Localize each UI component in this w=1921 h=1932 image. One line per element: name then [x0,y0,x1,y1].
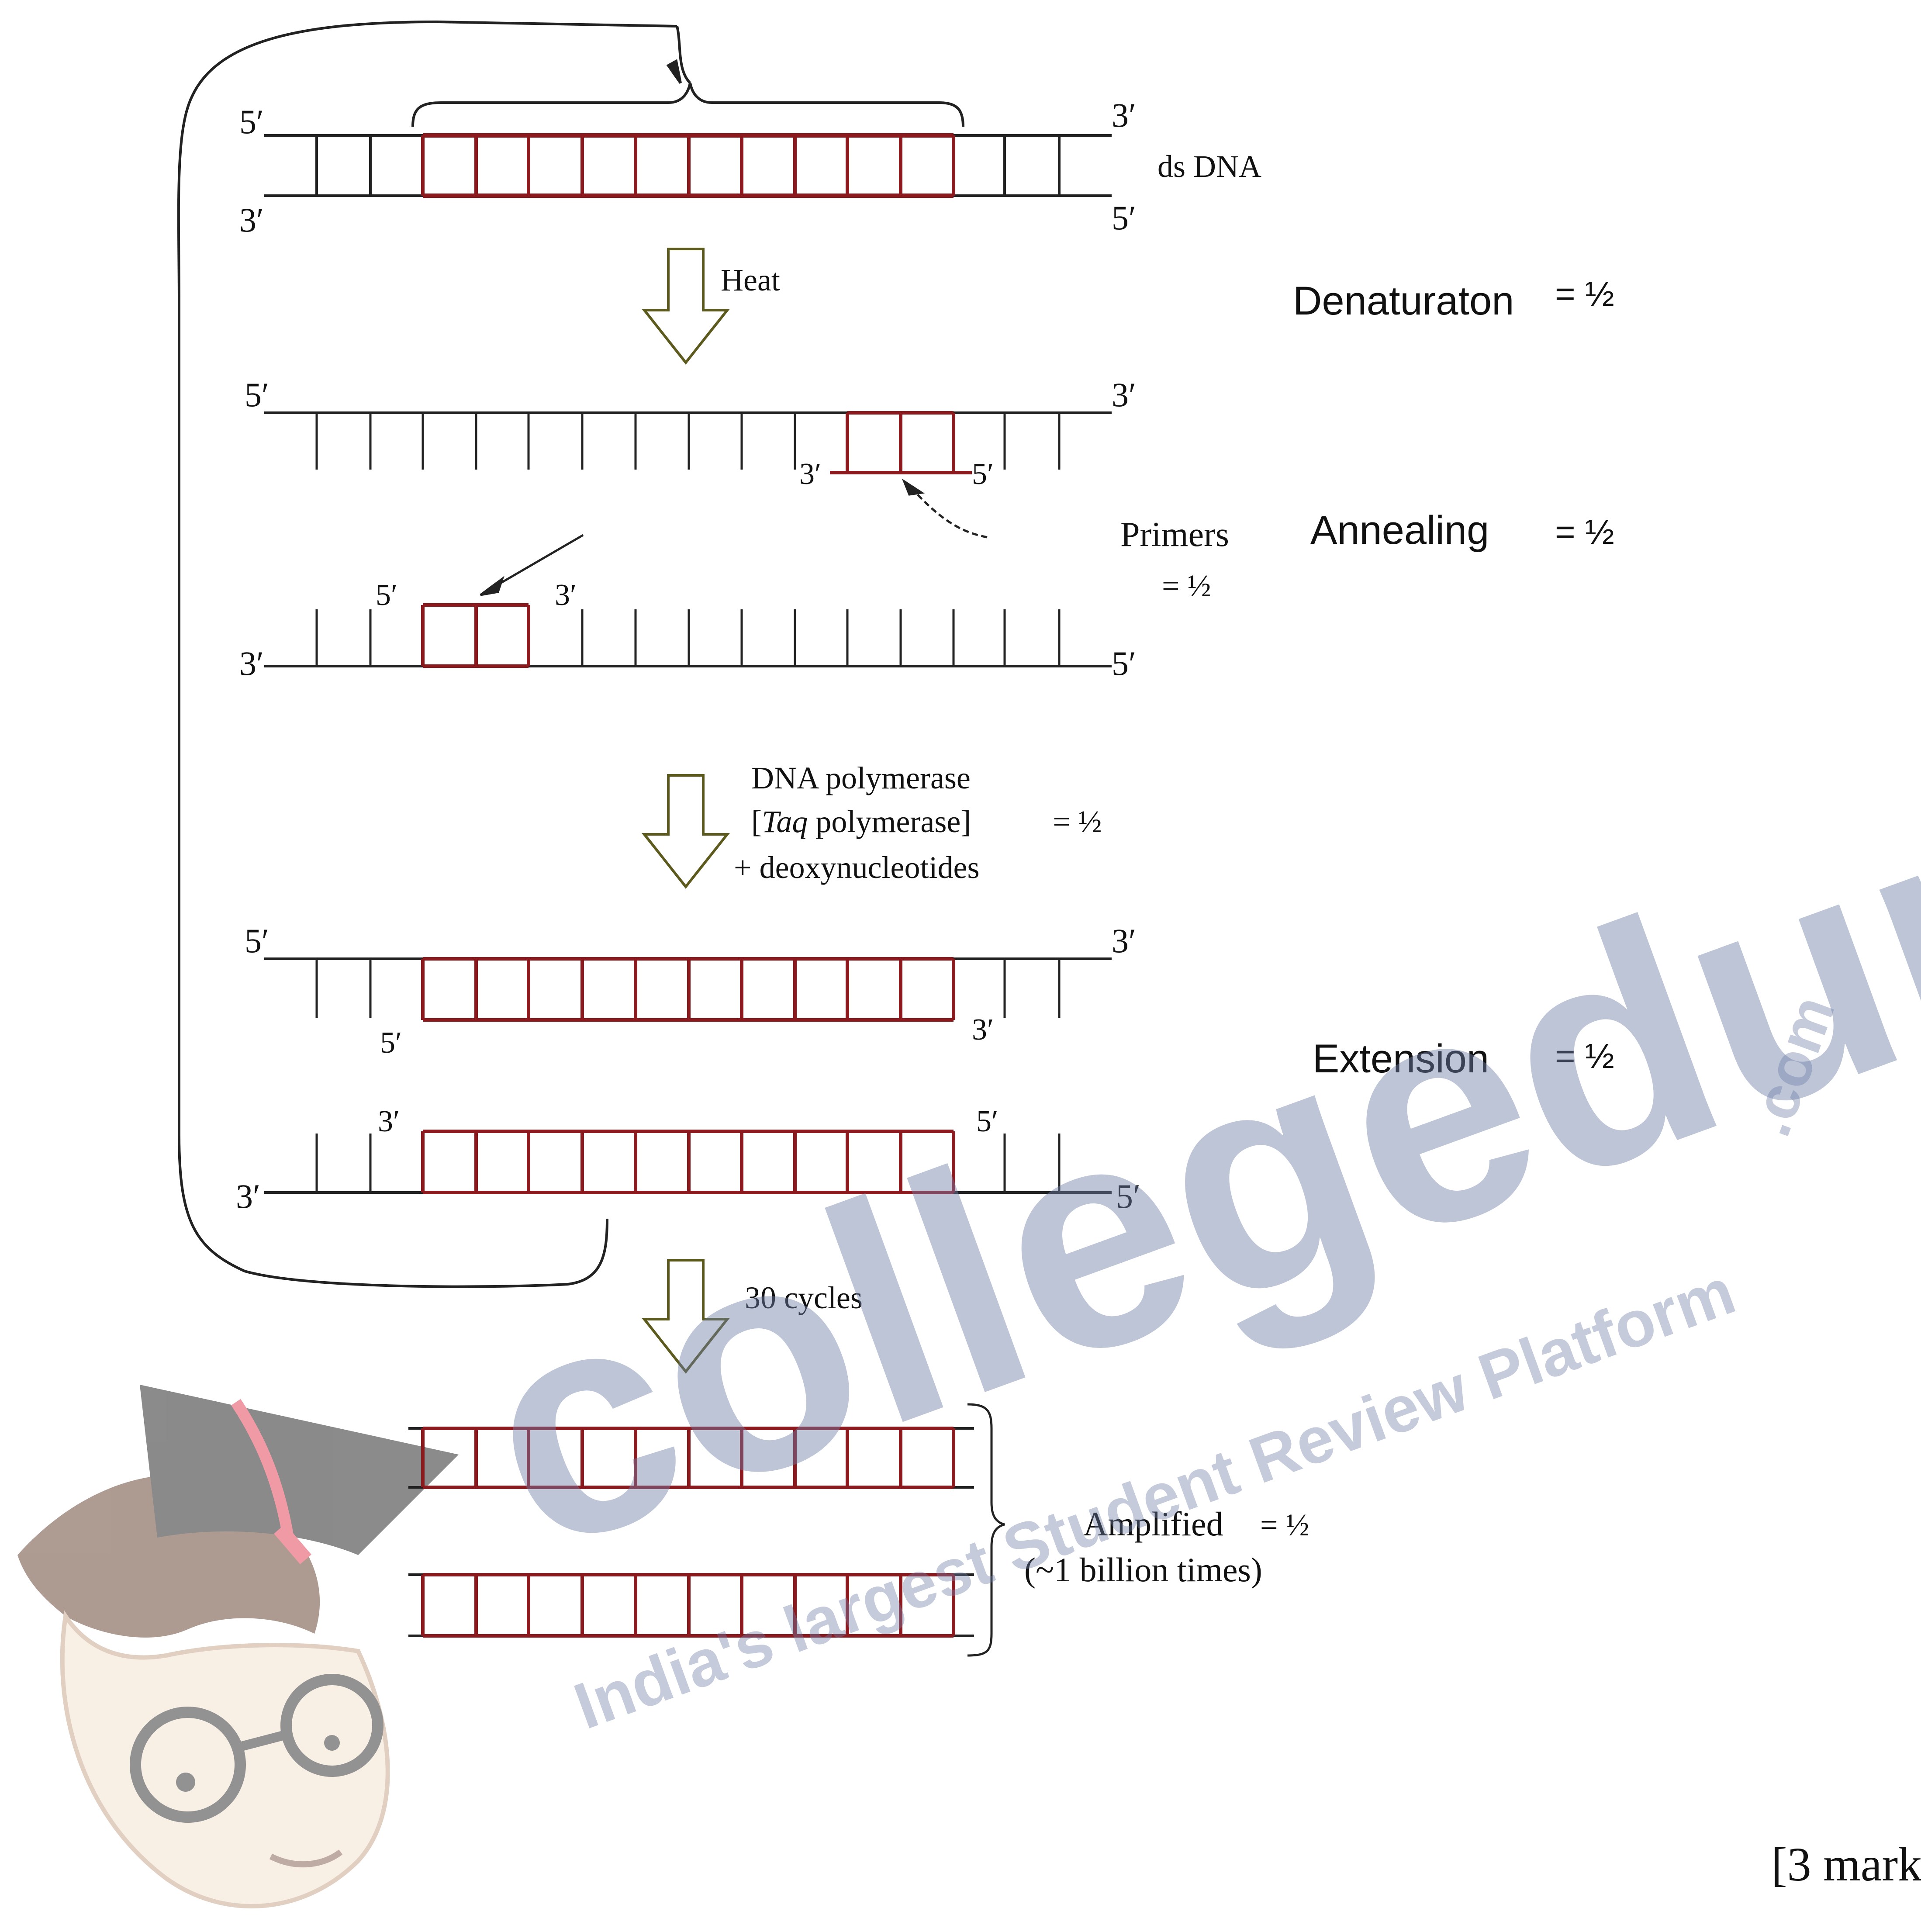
step-denaturation: Denaturaton = ½ [1293,274,1614,323]
label-3prime-new1: 3′ [972,1013,994,1047]
label-3prime-bottom2: 3′ [239,644,264,682]
enzyme-mark: = ½ [1053,804,1102,839]
mascot-illustration [17,1385,459,1909]
step-extension: Extension = ½ [1313,1037,1614,1081]
strand-end-labels: 5′ 3′ 3′ 5′ 5′ 3′ 3′ 5′ 5′ 3′ 3′ 5′ 5′ 3… [236,96,1140,1215]
enzyme-line1: DNA polymerase [751,760,971,795]
label-3prime-new2: 3′ [378,1105,400,1138]
label-5prime-new1: 5′ [380,1026,402,1060]
enzyme-line3: + deoxynucleotides [734,850,979,885]
label-5prime-bottom3-right: 5′ [1116,1177,1140,1215]
amplified-mark: = ½ [1260,1507,1309,1542]
recycle-loop-bracket [177,20,964,1288]
cycles-label: 30 cycles [745,1280,863,1315]
amplified-note: (~1 billion times) [1024,1551,1262,1589]
polymerase-arrow [641,774,730,889]
label-5prime-top3: 5′ [245,922,269,960]
dna-strands [264,133,1112,1638]
label-3prime-top2-right: 3′ [1112,376,1136,414]
process-arrows [641,248,730,1374]
label-3prime-primer1: 3′ [799,457,821,491]
ds-dna-label: ds DNA [1157,149,1261,184]
step-mark: = ½ [1555,274,1614,313]
step-mark: = ½ [1555,512,1614,551]
step-mark: = ½ [1555,1037,1614,1075]
step-name: Annealing [1310,508,1489,553]
amplified-label: Amplified [1083,1505,1223,1543]
label-3prime-bottom1: 3′ [239,201,264,239]
enzyme-label: DNA polymerase [Taq polymerase] + deoxyn… [734,760,1102,885]
label-3prime-bottom3: 3′ [236,1177,260,1215]
label-5prime-primer2: 5′ [376,578,397,612]
primers-label: Primers [1120,515,1229,554]
label-3prime-primer2: 3′ [555,578,577,612]
heat-arrow [641,248,730,365]
step-annealing: Annealing = ½ [1310,508,1614,553]
label-3prime-top3-right: 3′ [1112,922,1136,960]
label-5prime-top2: 5′ [245,376,269,414]
primer-pointers [480,478,988,596]
label-5prime-primer1: 5′ [972,457,994,491]
label-5prime-bottom2-right: 5′ [1112,644,1136,682]
primers-mark: = ½ [1162,568,1211,603]
enzyme-line2: [Taq polymerase] [751,804,971,839]
step-name: Denaturaton [1293,279,1514,323]
heat-label: Heat [721,263,780,297]
amplified-bracket [967,1403,1005,1657]
step-name: Extension [1313,1037,1489,1081]
marks-total: [3 marks] [1771,1838,1921,1891]
label-5prime-new2: 5′ [976,1105,998,1138]
label-5prime-top1: 5′ [239,103,264,141]
label-5prime-bottom1-right: 5′ [1112,199,1136,237]
cycles-arrow [641,1259,730,1374]
label-3prime-top1-right: 3′ [1112,96,1136,134]
